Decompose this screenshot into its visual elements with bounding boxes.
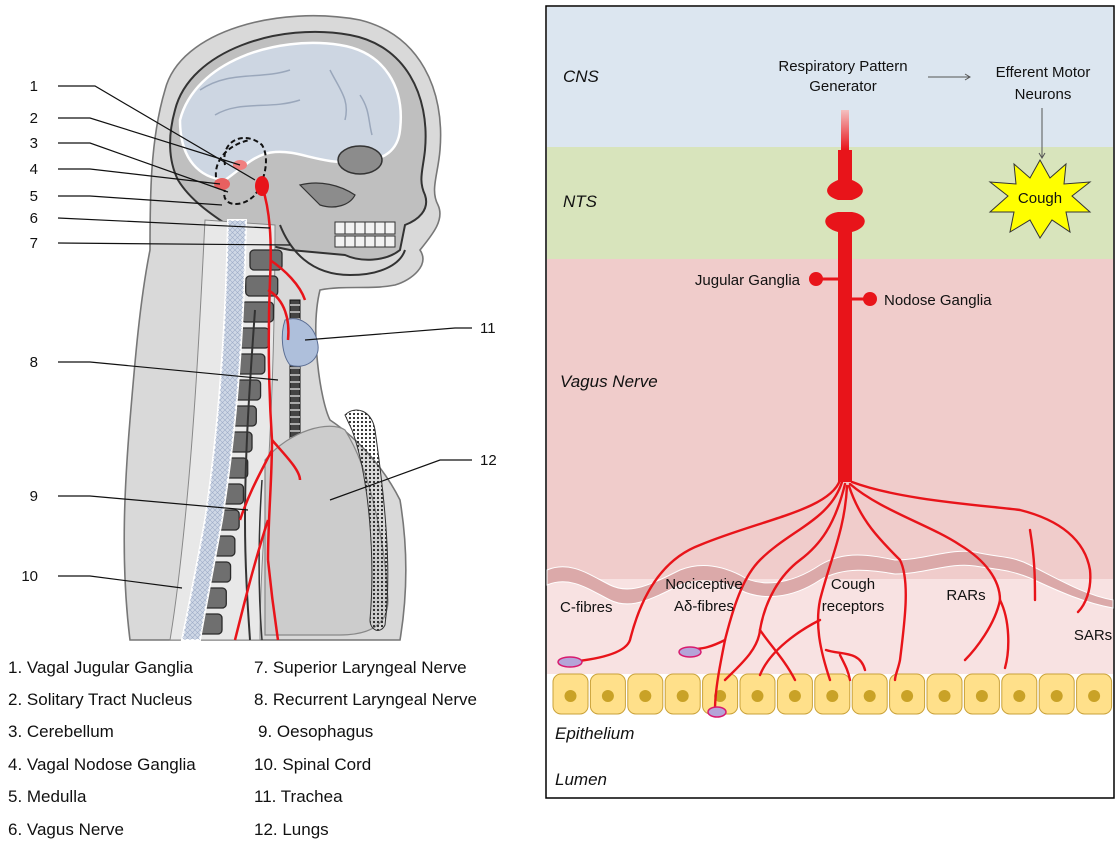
zone-lumen: Lumen <box>555 770 607 789</box>
cell-nucleus <box>1013 690 1025 702</box>
legend-item-1: 1. Vagal Jugular Ganglia <box>8 658 193 678</box>
orbit <box>338 146 382 174</box>
efferent-label-line1: Efferent Motor <box>996 64 1091 81</box>
rpg-label-line1: Respiratory Pattern <box>778 58 907 75</box>
legend-item-12: 12. Lungs <box>254 820 329 840</box>
jugular-ganglion <box>809 272 823 286</box>
callout-number-5: 5 <box>30 188 38 205</box>
legend-item-11: 11. Trachea <box>254 787 343 807</box>
callout-number-2: 2 <box>30 110 38 127</box>
callout-number-11: 11 <box>480 320 496 337</box>
rars-label: RARs <box>946 587 985 604</box>
legend-item-8: 8. Recurrent Laryngeal Nerve <box>254 690 477 710</box>
cell-nucleus <box>602 690 614 702</box>
legend-item-10: 10. Spinal Cord <box>254 755 371 775</box>
callout-number-4: 4 <box>30 161 38 178</box>
cell-nucleus <box>752 690 764 702</box>
teeth <box>335 222 395 247</box>
zone-nts: NTS <box>563 192 598 211</box>
nodose-ganglion <box>863 292 877 306</box>
nociceptive-label-line1: Nociceptive <box>665 576 743 593</box>
cell-nucleus <box>826 690 838 702</box>
cell-nucleus <box>864 690 876 702</box>
cell-nucleus <box>901 690 913 702</box>
callout-number-7: 7 <box>30 235 38 252</box>
vagus-band <box>547 259 1113 579</box>
efferent-label-line2: Neurons <box>1015 86 1072 103</box>
vertebra <box>250 250 282 270</box>
jugular-label: Jugular Ganglia <box>695 272 801 289</box>
vagus-trunk <box>838 232 852 482</box>
callout-number-1: 1 <box>30 78 38 95</box>
callout-number-12: 12 <box>480 452 497 469</box>
callout-number-9: 9 <box>30 488 38 505</box>
legend-item-2: 2. Solitary Tract Nucleus <box>8 690 192 710</box>
legend-item-4: 4. Vagal Nodose Ganglia <box>8 755 196 775</box>
zone-cns: CNS <box>563 67 600 86</box>
cell-nucleus <box>789 690 801 702</box>
zone-vagus: Vagus Nerve <box>560 372 658 391</box>
cough-receptors-line2: receptors <box>822 598 885 615</box>
cell-nucleus <box>939 690 951 702</box>
rpg-label-line2: Generator <box>809 78 877 95</box>
cough-label: Cough <box>1018 190 1062 207</box>
cough-pathway-diagram: CNS NTS Vagus Nerve Epithelium Lumen Res… <box>546 6 1114 798</box>
c-fibres-label: C-fibres <box>560 599 613 616</box>
cell-nucleus <box>1051 690 1063 702</box>
legend-item-9: 9. Oesophagus <box>258 722 373 742</box>
nodose-label: Nodose Ganglia <box>884 292 992 309</box>
synapse-lower <box>825 212 865 232</box>
epithelium-cells <box>553 674 1112 714</box>
legend-item-3: 3. Cerebellum <box>8 722 114 742</box>
callout-number-3: 3 <box>30 135 38 152</box>
cell-nucleus <box>639 690 651 702</box>
zone-epithelium: Epithelium <box>555 724 634 743</box>
cell-nucleus <box>565 690 577 702</box>
sars-label: SARs <box>1074 627 1112 644</box>
cough-receptors-line1: Cough <box>831 576 875 593</box>
callout-number-6: 6 <box>30 210 38 227</box>
cell-nucleus <box>1088 690 1100 702</box>
legend-item-5: 5. Medulla <box>8 787 86 807</box>
cell-nucleus <box>976 690 988 702</box>
callout-number-8: 8 <box>30 354 38 371</box>
nociceptive-label-line2: Aδ-fibres <box>674 598 734 615</box>
legend-item-6: 6. Vagus Nerve <box>8 820 124 840</box>
callout-number-10: 10 <box>21 568 38 585</box>
legend-item-7: 7. Superior Laryngeal Nerve <box>254 658 467 678</box>
cell-nucleus <box>677 690 689 702</box>
nerve-trunk-top <box>841 110 849 150</box>
